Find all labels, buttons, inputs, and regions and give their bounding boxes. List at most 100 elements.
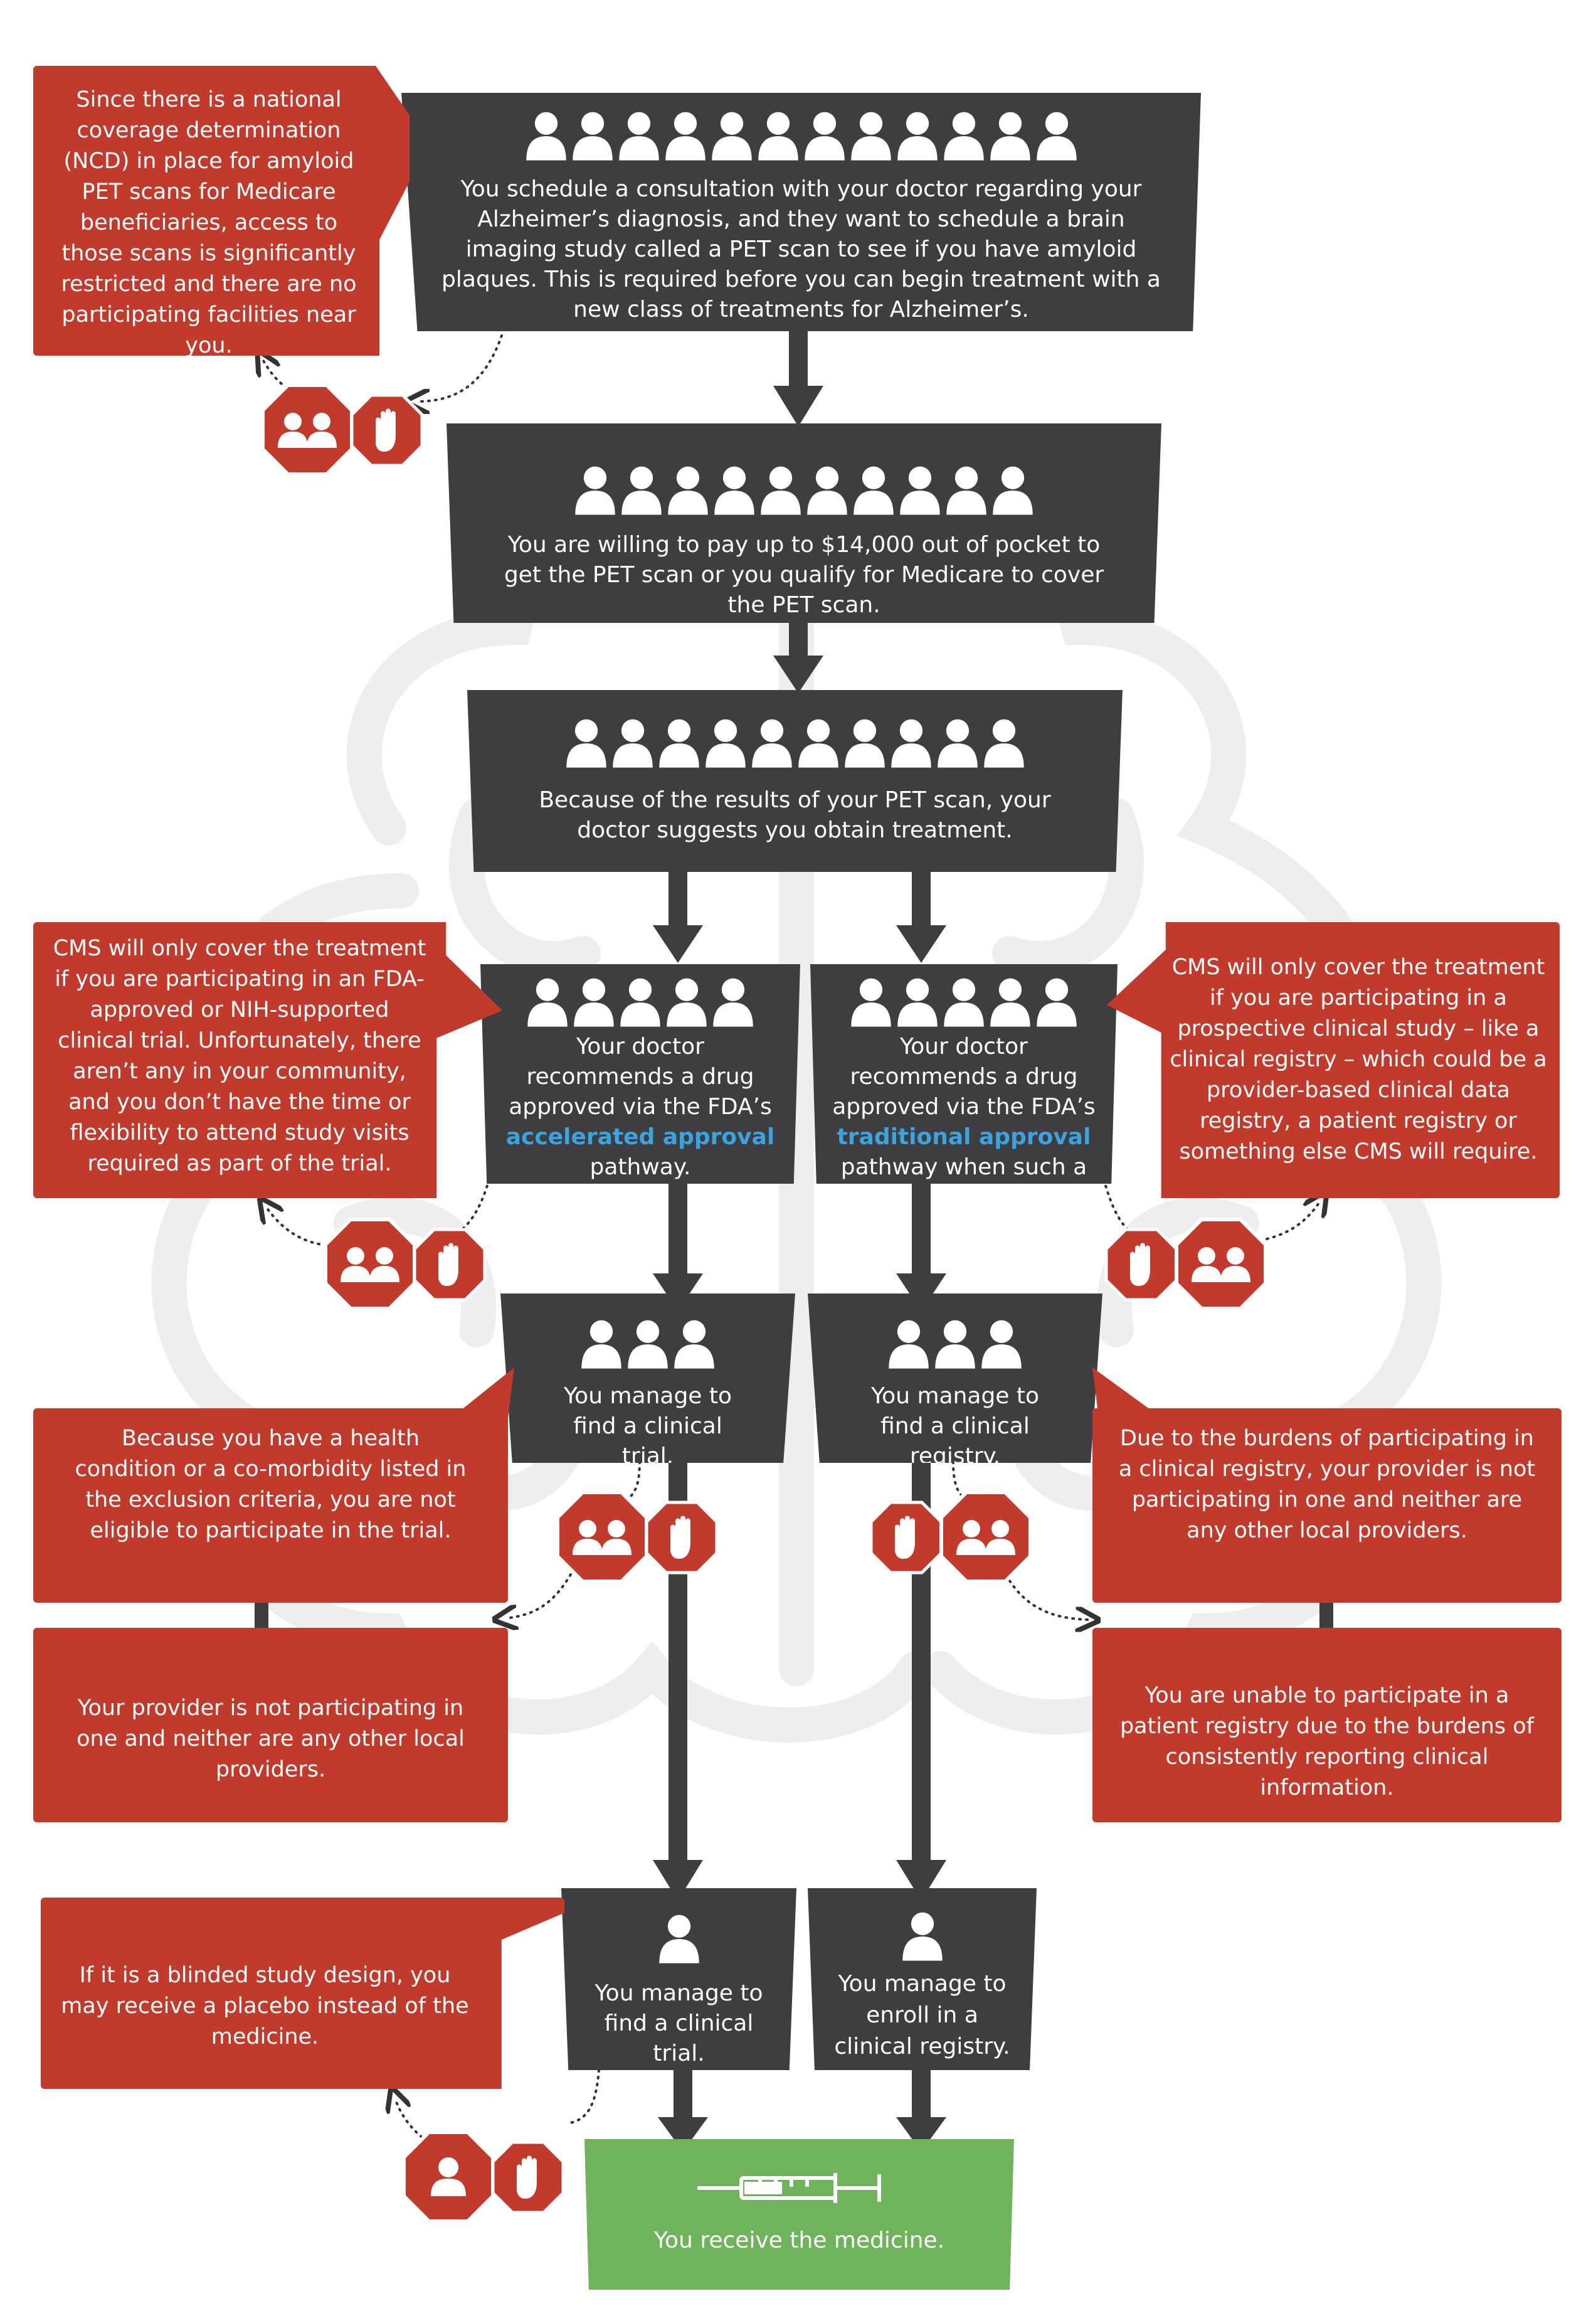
barrier-cms-study-text: CMS will only cover the treatment if you… [1170,955,1547,1164]
people-icons-1 [808,1911,1037,1961]
step-traditional-text: Your doctor recommends a drug approved v… [810,1032,1118,1184]
person-icon [1037,978,1077,1027]
person-stop-icon [402,2130,495,2223]
step-pet-results-text: Because of the results of your PET scan,… [539,787,1051,843]
person-icon [566,719,606,768]
barrier-registry-reporting-text: You are unable to participate in a patie… [1119,1683,1535,1800]
person-icon [751,719,792,768]
people-icons-10 [447,465,1161,515]
person-icon [807,466,847,515]
barrier-placebo: If it is a blinded study design, you may… [41,1898,564,2089]
people-icons-5 [480,977,800,1027]
stop-pair-registry [869,1490,1033,1584]
person-icon [572,112,613,161]
hand-stop-icon [491,2140,565,2214]
step-find-registry: You manage to find a clinical registry. [808,1293,1102,1463]
person-icon [711,112,752,161]
person-icon [758,112,798,161]
person-icon [943,112,984,161]
people-icons-12 [401,110,1201,161]
people-icons-1 [561,1913,796,1963]
hand-stop-icon [869,1501,943,1575]
hand-stop-icon [645,1501,719,1575]
step-find-trial-final-text: You manage to find a clinical trial. [595,1980,763,2066]
barrier-placebo-text: If it is a blinded study design, you may… [61,1963,469,2049]
accelerated-text-post: pathway. [589,1154,691,1180]
stop-pair-cms-trial [323,1217,487,1311]
person-icon [946,466,986,515]
person-icon [667,978,707,1027]
person-icon [851,978,891,1027]
person-icon [993,466,1033,515]
traditional-approval-highlight: traditional approval [837,1124,1091,1150]
person-icon [804,112,845,161]
person-icon [526,112,566,161]
step-receive-medicine: You receive the medicine. [584,2139,1014,2290]
person-icon [935,1320,975,1369]
person-icon [665,112,706,161]
person-icon [761,466,801,515]
group-stop-icon [1175,1218,1267,1310]
step-accelerated-approval: Your doctor recommends a drug approved v… [480,964,800,1184]
person-icon [612,719,653,768]
step-receive-medicine-text: You receive the medicine. [653,2228,945,2253]
callout-pointer-registry [1092,1368,1161,1418]
person-icon [889,1320,929,1369]
step-traditional-approval: Your doctor recommends a drug approved v… [810,964,1118,1184]
step-consultation: You schedule a consultation with your do… [401,93,1201,331]
people-icons-3 [808,1319,1102,1369]
step-find-trial-text: You manage to find a clinical trial. [563,1383,732,1469]
hand-stop-icon [1104,1228,1178,1302]
barrier-registry-burden-text: Due to the burdens of participating in a… [1118,1426,1536,1543]
person-icon [575,466,615,515]
group-stop-icon [939,1490,1032,1583]
person-icon [897,978,938,1027]
traditional-text-pre: Your doctor recommends a drug approved v… [832,1034,1096,1120]
person-icon [658,1915,699,1963]
person-icon [668,466,708,515]
person-icon [844,719,885,768]
person-icon [890,719,931,768]
step-pet-payment-text: You are willing to pay up to $14,000 out… [504,532,1104,618]
barrier-cms-trial-text: CMS will only cover the treatment if you… [53,936,426,1176]
person-icon [990,112,1030,161]
barrier-cms-trial: CMS will only cover the treatment if you… [33,922,502,1198]
person-icon [981,1320,1022,1369]
person-icon [990,978,1030,1027]
barrier-comorbidity-text: Because you have a health condition or a… [75,1426,467,1543]
hand-stop-icon [350,393,424,467]
person-icon [983,719,1024,768]
person-icon [944,978,984,1027]
person-icon [618,112,659,161]
person-icon [897,112,938,161]
group-stop-icon [261,383,354,476]
barrier-cms-study: CMS will only cover the treatment if you… [1107,922,1560,1198]
barrier-ncd: Since there is a national coverage deter… [33,66,410,356]
stop-pair-trial [555,1490,719,1584]
people-icons-10 [467,718,1123,768]
person-icon [900,466,940,515]
group-stop-icon [556,1490,648,1583]
person-icon [658,719,699,768]
step-consultation-text: You schedule a consultation with your do… [441,176,1161,322]
syringe-icon [697,2173,881,2203]
hand-stop-icon [413,1228,487,1302]
step-find-trial: You manage to find a clinical trial. [500,1293,795,1463]
barrier-comorbidity: Because you have a health condition or a… [33,1408,508,1603]
step-find-registry-text: You manage to find a clinical registry. [870,1383,1040,1469]
person-icon [902,1912,943,1961]
stop-pair-ncd [260,383,425,477]
step-accelerated-text: Your doctor recommends a drug approved v… [480,1032,800,1182]
group-stop-icon [324,1218,416,1310]
person-icon [1036,112,1077,161]
barrier-provider-trial: Your provider is not participating in on… [33,1628,508,1822]
person-icon [850,112,891,161]
person-icon [527,978,568,1027]
person-icon [628,1320,668,1369]
people-icons-3 [500,1319,795,1369]
person-icon [621,466,662,515]
barrier-registry-burden: Due to the burdens of participating in a… [1092,1408,1562,1603]
accelerated-text-pre: Your doctor recommends a drug approved v… [509,1034,772,1120]
person-icon [574,978,614,1027]
person-icon [674,1320,714,1369]
